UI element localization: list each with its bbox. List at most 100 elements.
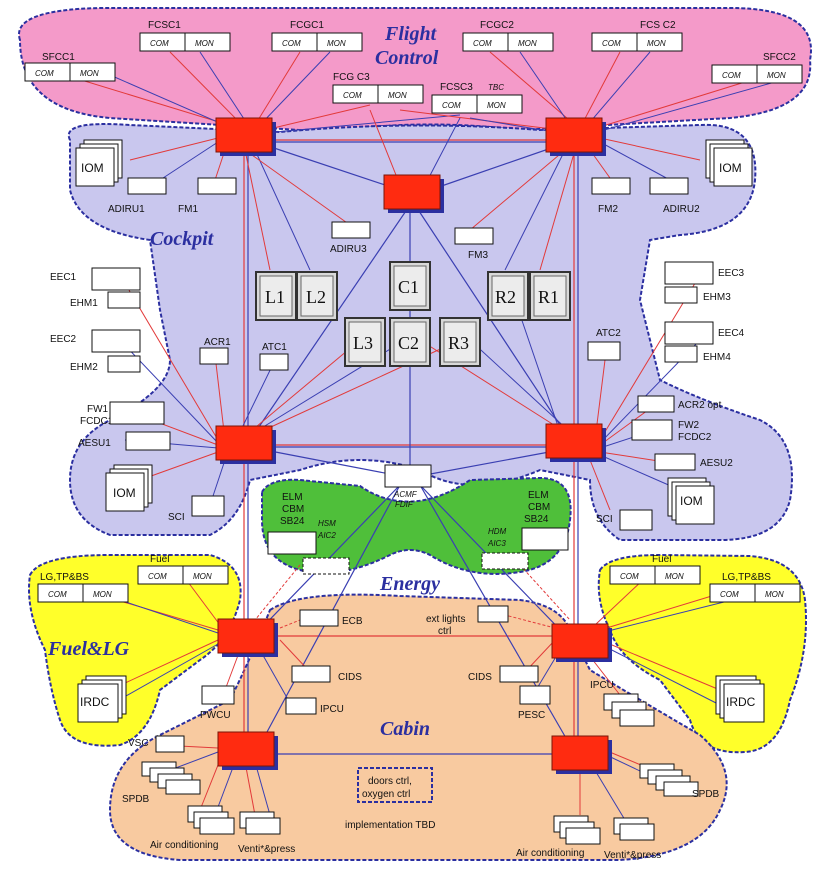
air-cond-left-label: Air conditioning [150,840,218,851]
fcsc1-com: COM [150,39,169,48]
fuel-right-unit: Fuel COM MON [609,554,701,585]
fcsc3-label: FCSC3 [440,82,473,93]
display-l3-label: L3 [353,333,373,353]
eec1-label: EEC1 [50,272,77,283]
acr2-box [637,395,675,413]
lg-right-mon: MON [765,590,784,599]
spdb-right-stack [639,763,699,797]
ipcu-left-label: IPCU [320,704,344,715]
pwcu-label: PWCU [200,710,231,721]
ecb-box [299,609,339,627]
fcgc1-mon: MON [327,39,346,48]
fw2-fcdc2-group: FW2 FCDC2 [631,419,712,443]
energy-left-elm: ELM [282,492,303,503]
fuel-left-label: Fuel [150,554,169,565]
fuel-right-mon: MON [665,572,684,581]
fcsc2-label: FCS C2 [640,20,676,31]
aic3-label: AIC3 [487,539,506,548]
ecb-label: ECB [342,616,363,627]
fuel-lg-zone-title: Fuel&LG [47,638,130,660]
network-switch-fuel-right [551,623,613,663]
network-switch-fc-right [545,117,607,157]
hsm-label: HSM [318,519,336,528]
irdc-left-label: IRDC [80,695,110,709]
fuel-right-com: COM [620,572,639,581]
irdc-right: IRDC [715,675,765,723]
ehm4-label: EHM4 [703,352,731,363]
atc2-box [587,341,621,361]
eec2-group: EEC2 EHM2 [50,329,141,373]
ext-lights-label: ext lights [426,614,465,625]
sfcc2-com: COM [722,71,741,80]
fw1-label: FW1 [87,404,109,415]
iom-upper-left-label: IOM [81,161,104,175]
fcsc1-unit: FCSC1 COM MON [139,20,231,52]
spdb-left-label: SPDB [122,794,150,805]
cids-right-box [499,665,539,683]
fuel-left-unit: Fuel COM MON [137,554,229,585]
fuel-left-com: COM [148,572,167,581]
display-l1: L1 [255,271,297,321]
fm3-box [454,227,494,245]
fcsc1-label: FCSC1 [148,20,181,31]
network-switch-cockpit-left [215,425,277,465]
acmf-fdif-unit: ACMF FDIF [384,464,432,509]
sfcc2-label: SFCC2 [763,52,796,63]
display-c2-label: C2 [398,333,419,353]
flight-zone-title-line1: Flight [384,23,438,45]
sfcc1-mon: MON [80,69,99,78]
network-switch-cabin-left [217,731,279,771]
cids-right-label: CIDS [468,672,492,683]
fcsc3-tbc-note: TBC [488,83,504,92]
fcgc3-com: COM [343,91,362,100]
fcsc3-unit: FCSC3 TBC COM MON [431,82,523,114]
ext-lights-box [477,605,509,623]
fcgc2-com: COM [473,39,492,48]
oxygen-ctrl-label: oxygen ctrl [362,789,410,800]
fcdc1-label: FCDC1 [80,416,114,427]
ipcu-left-box [285,697,317,715]
iom-lower-left: IOM [105,464,153,512]
air-cond-right-stack [553,815,601,845]
fcgc3-label: FCG C3 [333,72,370,83]
iom-upper-left: IOM [75,139,123,187]
cids-left-label: CIDS [338,672,362,683]
sci-right-label: SCI [596,514,613,525]
fw1-fcdc1-group: FW1 FCDC1 [80,401,165,427]
network-switch-center [383,174,445,214]
hdm-label: HDM [488,527,507,536]
display-r2: R2 [487,271,529,321]
fm2-box [591,177,631,195]
energy-left-sb24: SB24 [280,516,305,527]
acr1-label: ACR1 [204,337,231,348]
air-cond-right-label: Air conditioning [516,848,584,859]
lg-left-com: COM [48,590,67,599]
display-r3: R3 [439,317,481,367]
fuel-right-label: Fuel [652,554,671,565]
acr1-box [199,347,229,365]
network-switch-fuel-left [217,618,279,658]
lg-left-label: LG,TP&BS [40,572,89,583]
fcgc2-mon: MON [518,39,537,48]
pwcu-box [201,685,235,705]
fw2-label: FW2 [678,420,700,431]
display-c1-label: C1 [398,277,419,297]
eec3-group: EEC3 EHM3 [664,261,745,304]
display-r2-label: R2 [495,287,516,307]
lg-right-unit: LG,TP&BS COM MON [709,572,801,603]
vsc-label: VSC [128,738,149,749]
fcsc2-com: COM [602,39,621,48]
fcgc1-unit: FCGC1 COM MON [271,20,363,52]
sfcc1-com: COM [35,69,54,78]
fm1-box [197,177,237,195]
display-l2-label: L2 [306,287,326,307]
air-cond-left-stack [187,805,235,835]
adiru3-box [331,221,371,239]
lg-left-unit: LG,TP&BS COM MON [37,572,129,603]
adiru1-box [127,177,167,195]
iom-lower-right: IOM [667,477,715,525]
sci-left-label: SCI [168,512,185,523]
eec2-label: EEC2 [50,334,77,345]
fcgc3-mon: MON [388,91,407,100]
